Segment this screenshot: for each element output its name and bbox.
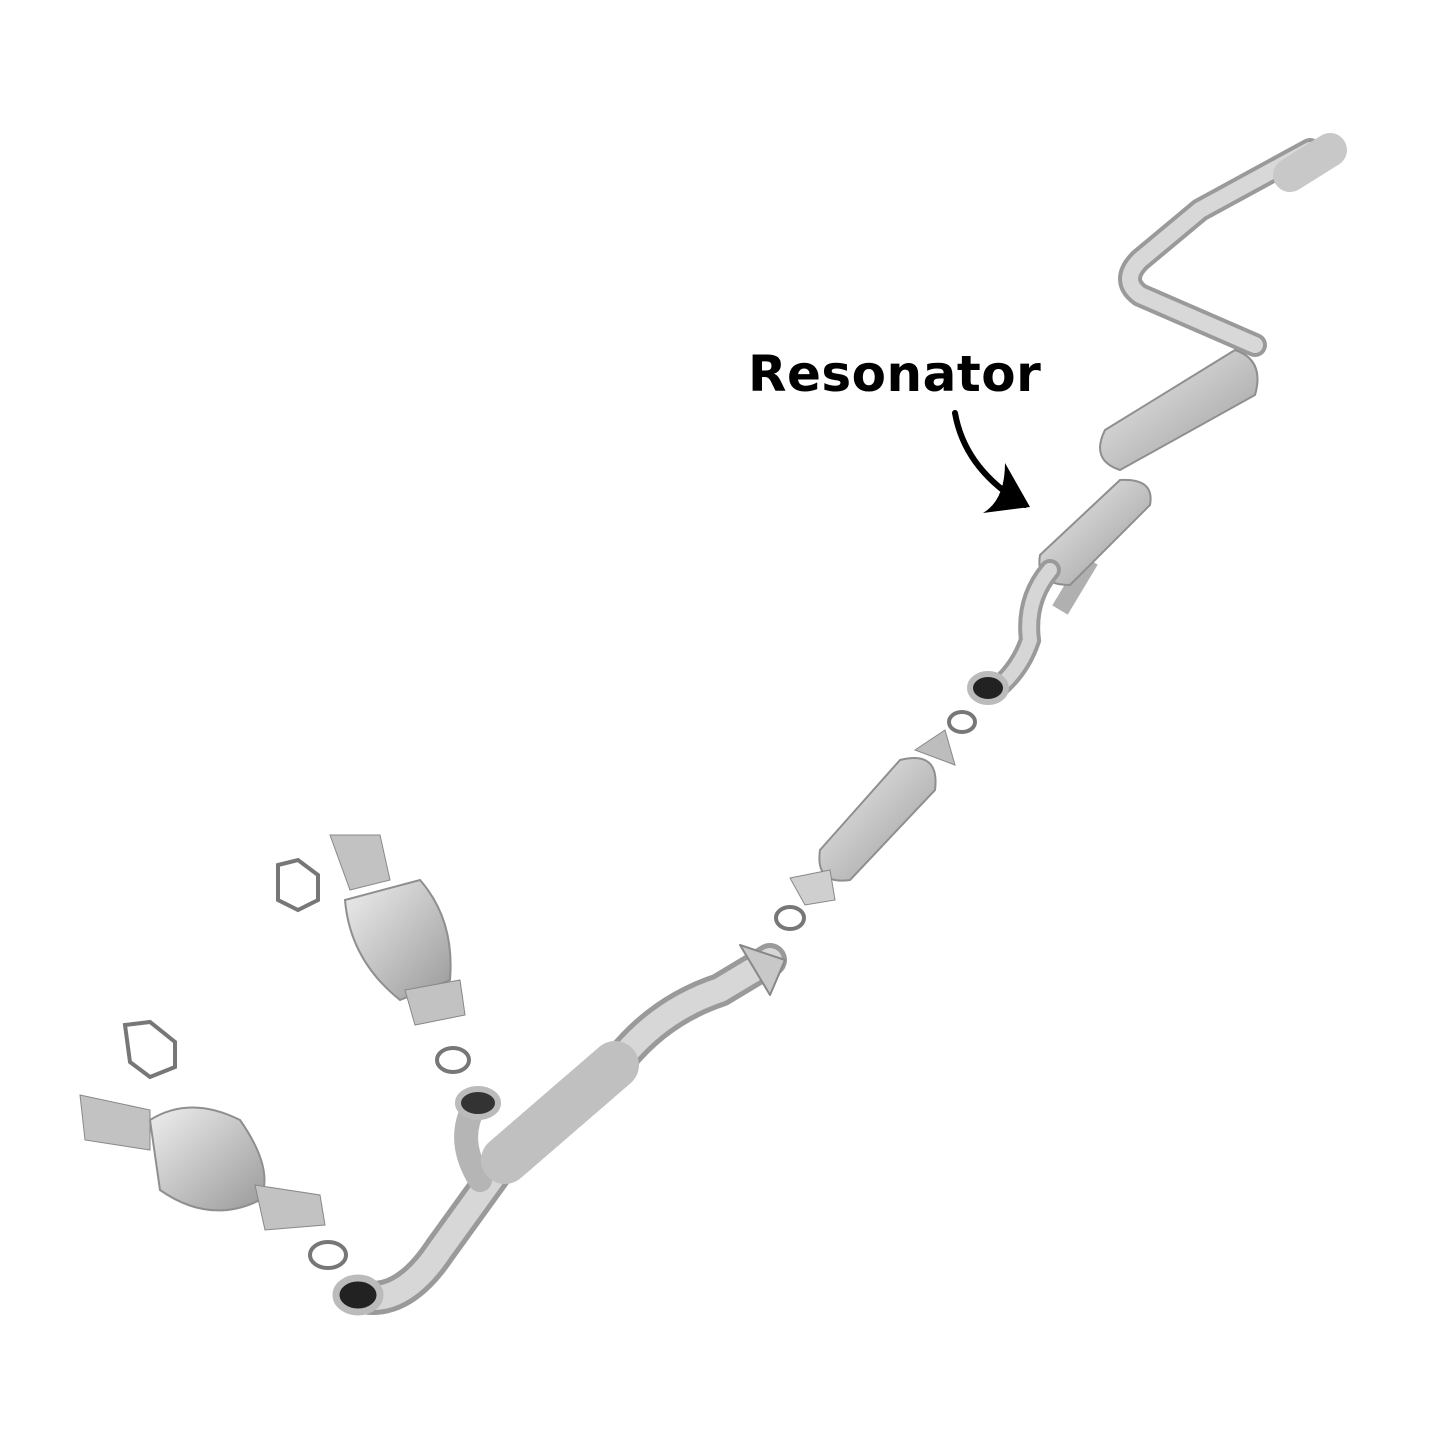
front-pipe [332,943,787,1316]
gaskets [122,710,977,1270]
manifold-converter-front [79,1094,326,1231]
catalytic-converter-mid [789,729,956,906]
manifold-converter-rear [329,834,466,1026]
muffler [1099,348,1259,472]
resonator-label: Resonator [748,345,1042,403]
resonator [967,478,1152,705]
tailpipe [1118,133,1347,357]
curved-arrow-icon [952,410,1030,513]
